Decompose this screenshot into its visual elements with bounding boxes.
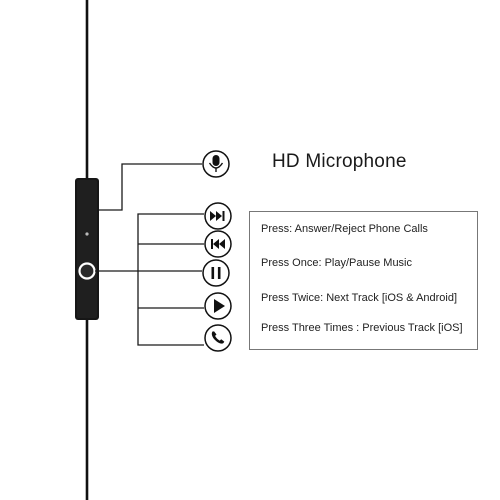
pause-icon (202, 259, 230, 287)
instruction-previous-track: Press Three Times : Previous Track [iOS] (261, 322, 463, 334)
remote-button (78, 262, 96, 280)
play-icon (204, 292, 232, 320)
phone-icon (204, 324, 232, 352)
button-functions-panel: Press: Answer/Reject Phone Calls Press O… (249, 211, 478, 350)
next-track-icon (204, 202, 232, 230)
microphone-hole (85, 232, 89, 236)
microphone-icon (202, 150, 230, 178)
previous-track-icon (204, 230, 232, 258)
inline-remote-control (75, 178, 99, 320)
instruction-answer-calls: Press: Answer/Reject Phone Calls (261, 223, 428, 235)
connector-lines (95, 163, 204, 346)
product-title: HD Microphone (272, 151, 407, 172)
instruction-next-track: Press Twice: Next Track [iOS & Android] (261, 292, 458, 304)
instruction-play-pause: Press Once: Play/Pause Music (261, 257, 413, 269)
